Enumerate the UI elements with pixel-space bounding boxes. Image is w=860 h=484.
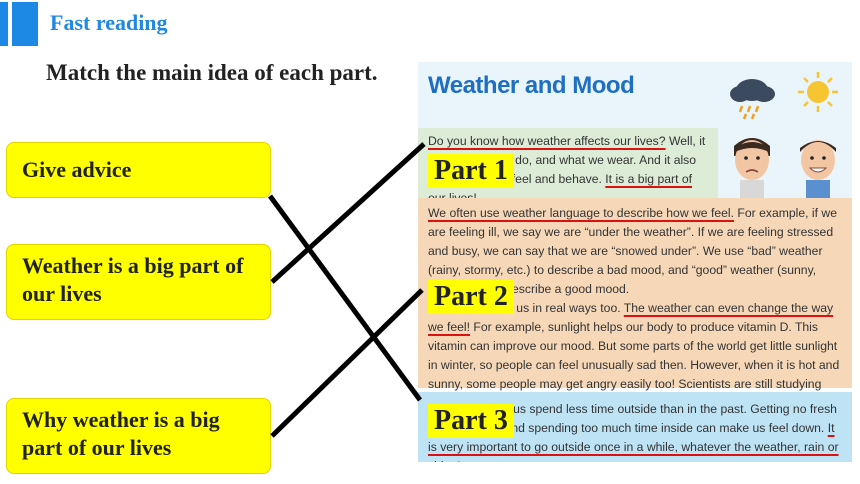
idea-text: Why weather is a big part of our lives	[22, 407, 220, 460]
idea-text: Give advice	[22, 157, 132, 183]
match-line-big-part-part-1	[270, 142, 426, 284]
part-3-label[interactable]: Part 3	[428, 404, 514, 438]
part-2-label[interactable]: Part 2	[428, 280, 514, 314]
match-line-why-part-2	[270, 288, 424, 438]
p1-underlined-question: Do you know how weather affects our live…	[428, 134, 666, 148]
article-paragraph-3: Today, many of us spend less time outsid…	[418, 392, 852, 462]
p3-body: Today, many of us spend less time outsid…	[428, 402, 837, 435]
p2-underlined-topic: We often use weather language to describ…	[428, 206, 735, 220]
p2-body: For example, if we are feeling ill, we s…	[428, 206, 837, 296]
accent-bar	[0, 2, 8, 46]
article-illustration	[718, 62, 852, 198]
article-title: Weather and Mood	[428, 72, 635, 99]
slide-heading: Fast reading	[50, 10, 168, 35]
sun-icon	[798, 72, 838, 112]
p2-underlined-change: The weather can even change the way we f…	[428, 301, 834, 334]
weather-faces-illustration	[730, 72, 838, 198]
accent-bar-wide	[12, 2, 38, 46]
idea-box-why-big-part[interactable]: Why weather is a big part of our lives	[6, 398, 271, 474]
rain-cloud-icon	[730, 79, 775, 120]
part-1-label[interactable]: Part 1	[428, 154, 514, 188]
idea-text: Weather is a big part of our lives	[22, 253, 244, 306]
sad-face-icon	[734, 138, 770, 198]
article-panel: Weather and Mood	[418, 62, 852, 462]
idea-box-give-advice[interactable]: Give advice	[6, 142, 271, 198]
p3-underlined-advice: It is very important to go outside once …	[428, 421, 839, 462]
match-line-give-advice-part-3	[267, 194, 423, 402]
happy-face-icon	[800, 140, 836, 198]
instruction-text: Match the main idea of each part.	[46, 60, 378, 85]
idea-box-big-part[interactable]: Weather is a big part of our lives	[6, 244, 271, 320]
